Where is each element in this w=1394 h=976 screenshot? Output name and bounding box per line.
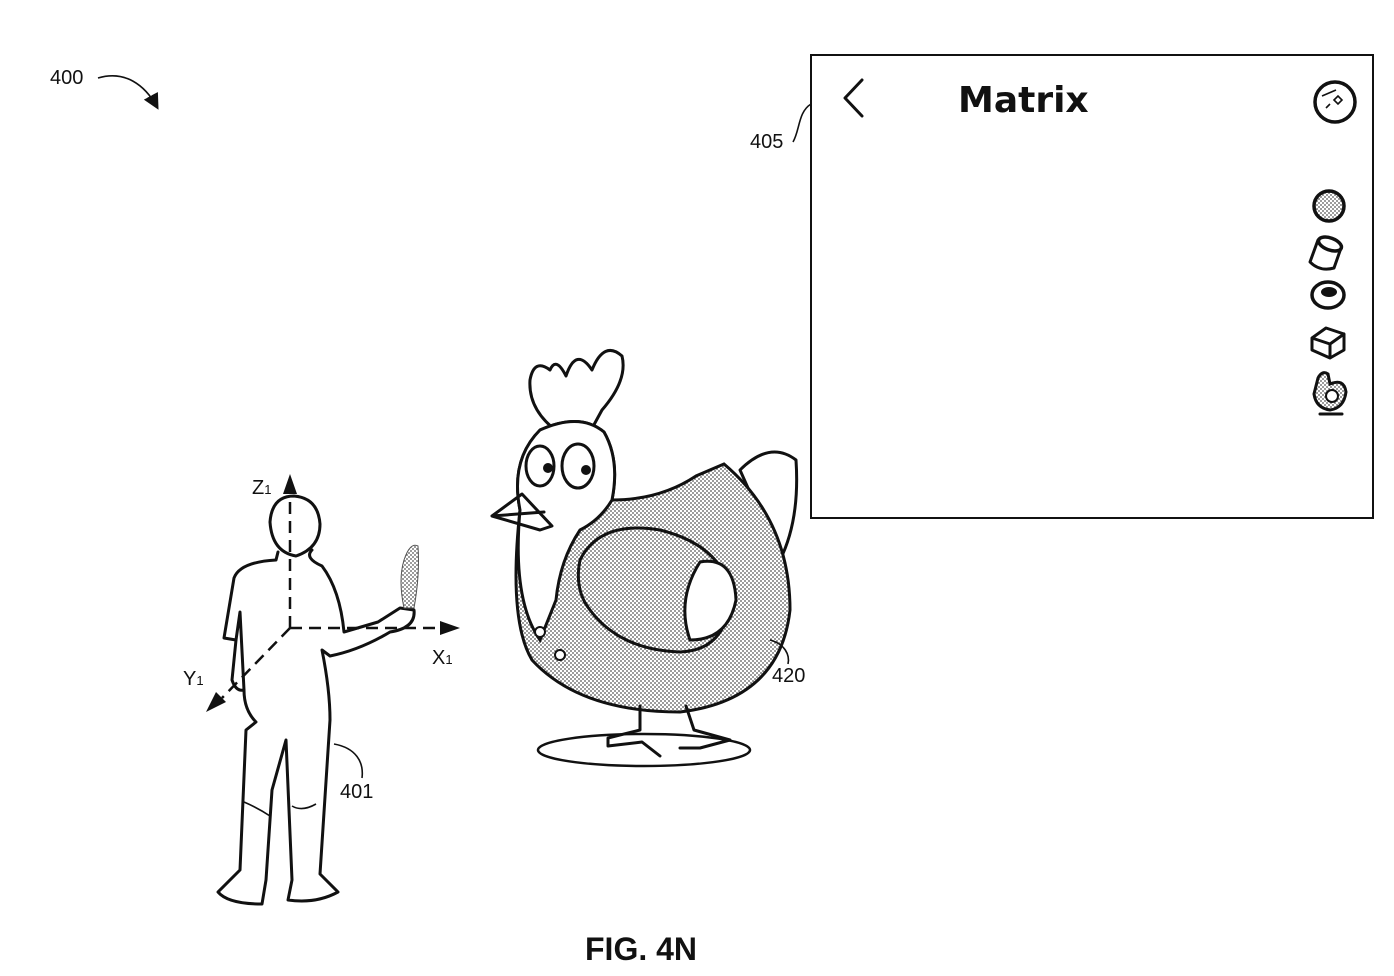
ref-400-label: 400 (50, 67, 159, 110)
coordinate-axes: Z1 X1 Y1 (183, 474, 460, 712)
figure-caption: FIG. 4N (585, 931, 697, 967)
svg-text:Y1: Y1 (183, 668, 204, 690)
disc-icon[interactable] (1310, 280, 1346, 310)
ref-405-label: 405 (750, 103, 812, 153)
chicken-icon[interactable] (1312, 371, 1348, 416)
user-figure (216, 494, 419, 906)
svg-text:401: 401 (340, 781, 373, 803)
svg-text:405: 405 (750, 131, 783, 153)
svg-text:400: 400 (50, 67, 83, 89)
svg-text:X1: X1 (432, 647, 453, 669)
globe-icon[interactable] (1313, 80, 1357, 124)
matrix-panel: Matrix (810, 54, 1374, 519)
panel-title: Matrix (958, 80, 1089, 121)
chevron-left-icon (843, 78, 864, 118)
cube-icon[interactable] (1310, 326, 1346, 360)
cylinder-icon[interactable] (1308, 234, 1344, 271)
virtual-chicken (490, 348, 799, 768)
back-button[interactable] (843, 78, 864, 118)
ref-420-label: 420 (769, 639, 805, 687)
sphere-icon[interactable] (1312, 189, 1346, 223)
svg-text:420: 420 (772, 665, 805, 687)
ref-401-label: 401 (333, 743, 373, 803)
svg-text:Z1: Z1 (252, 477, 271, 499)
